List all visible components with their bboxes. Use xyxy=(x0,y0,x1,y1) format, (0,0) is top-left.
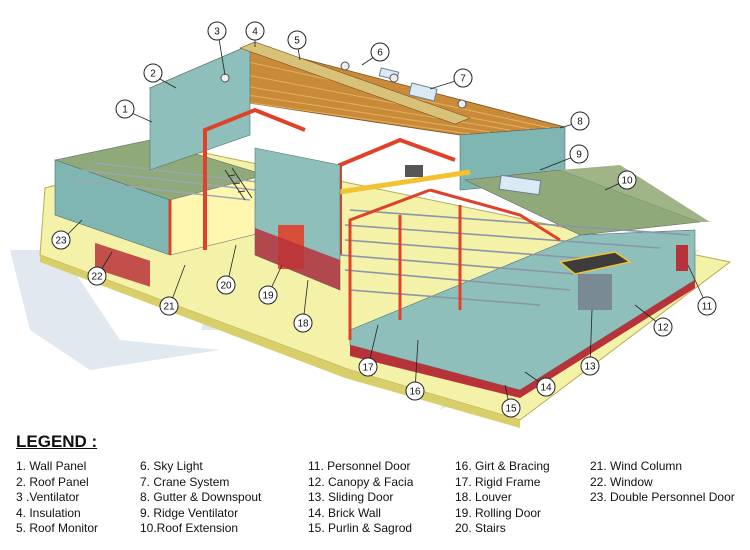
legend-item: 21. Wind Column xyxy=(590,459,683,473)
legend-item: 8. Gutter & Downspout xyxy=(140,490,262,504)
callout-18: 18 xyxy=(293,313,313,333)
callout-label: 16 xyxy=(409,387,421,398)
callout-19: 19 xyxy=(258,285,278,305)
callout-16: 16 xyxy=(405,381,425,401)
callout-label: 19 xyxy=(262,291,274,302)
legend-item: 16. Girt & Bracing xyxy=(455,459,550,473)
callout-5: 5 xyxy=(287,30,307,50)
callout-label: 2 xyxy=(150,69,156,80)
callout-label: 3 xyxy=(214,27,220,38)
callout-label: 7 xyxy=(460,74,466,85)
building-diagram: DBK xyxy=(10,21,732,428)
callout-label: 17 xyxy=(362,363,374,374)
legend-column-5: 21. Wind Column 22. Window 23. Double Pe… xyxy=(590,459,735,506)
legend-column-2: 6. Sky Light 7. Crane System 8. Gutter &… xyxy=(140,459,261,537)
legend-item: 7. Crane System xyxy=(140,474,230,489)
right-building xyxy=(339,165,710,398)
stairs xyxy=(224,167,253,201)
callout-17: 17 xyxy=(358,357,378,377)
callout-label: 20 xyxy=(220,281,232,292)
callout-label: 10 xyxy=(621,176,633,187)
callout-label: 15 xyxy=(505,404,517,415)
legend-item: 13. Sliding Door xyxy=(308,490,394,504)
callout-6: 6 xyxy=(370,42,390,62)
legend-item: 15. Purlin & Sagrod xyxy=(308,521,413,535)
callout-9: 9 xyxy=(569,144,589,164)
legend-title: LEGEND : xyxy=(16,432,98,451)
legend-item: 14. Brick Wall xyxy=(308,505,381,520)
callout-label: 21 xyxy=(163,302,175,313)
legend-item: 2. Roof Panel xyxy=(16,474,89,489)
callout-label: 5 xyxy=(294,36,300,47)
callout-14: 14 xyxy=(536,377,556,397)
legend-item: 9. Ridge Ventilator xyxy=(140,505,239,520)
legend-item: 4. Insulation xyxy=(16,505,81,520)
callout-20: 20 xyxy=(216,275,236,295)
callout-22: 22 xyxy=(87,266,107,286)
legend-item: 6. Sky Light xyxy=(140,459,203,473)
callout-label: 22 xyxy=(91,272,103,283)
callout-13: 13 xyxy=(580,356,600,376)
building-illustration: DBK xyxy=(10,21,732,428)
callout-2: 2 xyxy=(143,63,163,83)
callout-7: 7 xyxy=(453,68,473,88)
callout-3: 3 xyxy=(207,21,227,41)
callout-label: 6 xyxy=(377,48,383,59)
callout-label: 23 xyxy=(55,236,67,247)
callout-label: 18 xyxy=(297,319,309,330)
callout-label: 8 xyxy=(577,117,583,128)
callout-23: 23 xyxy=(51,230,71,250)
legend-item: 3 .Ventilator xyxy=(16,490,80,504)
legend-item: 20. Stairs xyxy=(455,521,506,535)
callout-4: 4 xyxy=(245,21,265,41)
callout-8: 8 xyxy=(570,111,590,131)
callout-label: 13 xyxy=(584,362,596,373)
callout-label: 1 xyxy=(122,105,128,116)
legend-column-3: 11. Personnel Door 12. Canopy & Facia 13… xyxy=(308,459,413,537)
callout-12: 12 xyxy=(653,317,673,337)
legend-item: 23. Double Personnel Door xyxy=(590,490,735,504)
callout-21: 21 xyxy=(159,296,179,316)
legend-item: 5. Roof Monitor xyxy=(16,521,99,535)
legend-column-4: 16. Girt & Bracing 17. Rigid Frame 18. L… xyxy=(455,459,550,537)
callout-label: 14 xyxy=(540,383,552,394)
legend-item: 1. Wall Panel xyxy=(16,459,87,473)
callout-10: 10 xyxy=(617,170,637,190)
callout-11: 11 xyxy=(697,296,717,316)
callout-label: 9 xyxy=(576,150,582,161)
callout-label: 11 xyxy=(702,302,713,313)
legend-item: 17. Rigid Frame xyxy=(455,474,541,489)
legend-column-1: 1. Wall Panel 2. Roof Panel 3 .Ventilato… xyxy=(16,459,98,537)
callout-1: 1 xyxy=(115,99,135,119)
legend-item: 11. Personnel Door xyxy=(308,459,411,473)
callout-label: 4 xyxy=(252,27,258,38)
callout-15: 15 xyxy=(501,398,521,418)
legend-item: 18. Louver xyxy=(455,490,512,504)
legend-item: 22. Window xyxy=(590,474,653,489)
legend-item: 12. Canopy & Facia xyxy=(308,474,414,489)
callout-label: 12 xyxy=(657,323,669,334)
legend-item: 10.Roof Extension xyxy=(140,521,239,535)
legend-item: 19. Rolling Door xyxy=(455,505,542,520)
